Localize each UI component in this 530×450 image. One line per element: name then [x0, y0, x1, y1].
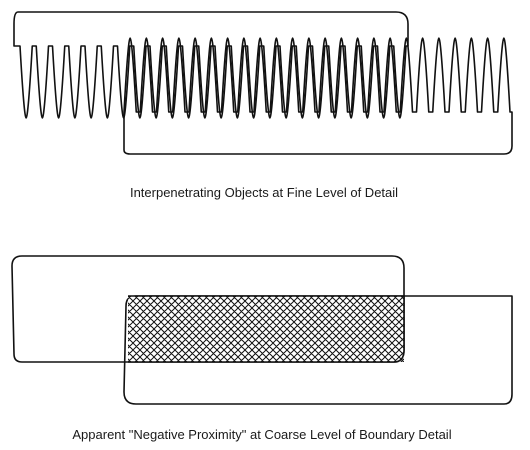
comb-object-upper: [13, 11, 409, 119]
comb-object-lower: [123, 37, 513, 155]
caption-fine-detail: Interpenetrating Objects at Fine Level o…: [130, 185, 398, 200]
caption-coarse-detail: Apparent "Negative Proximity" at Coarse …: [72, 427, 451, 442]
coarse-object-right: [123, 295, 513, 405]
overlap-region: [128, 295, 405, 363]
